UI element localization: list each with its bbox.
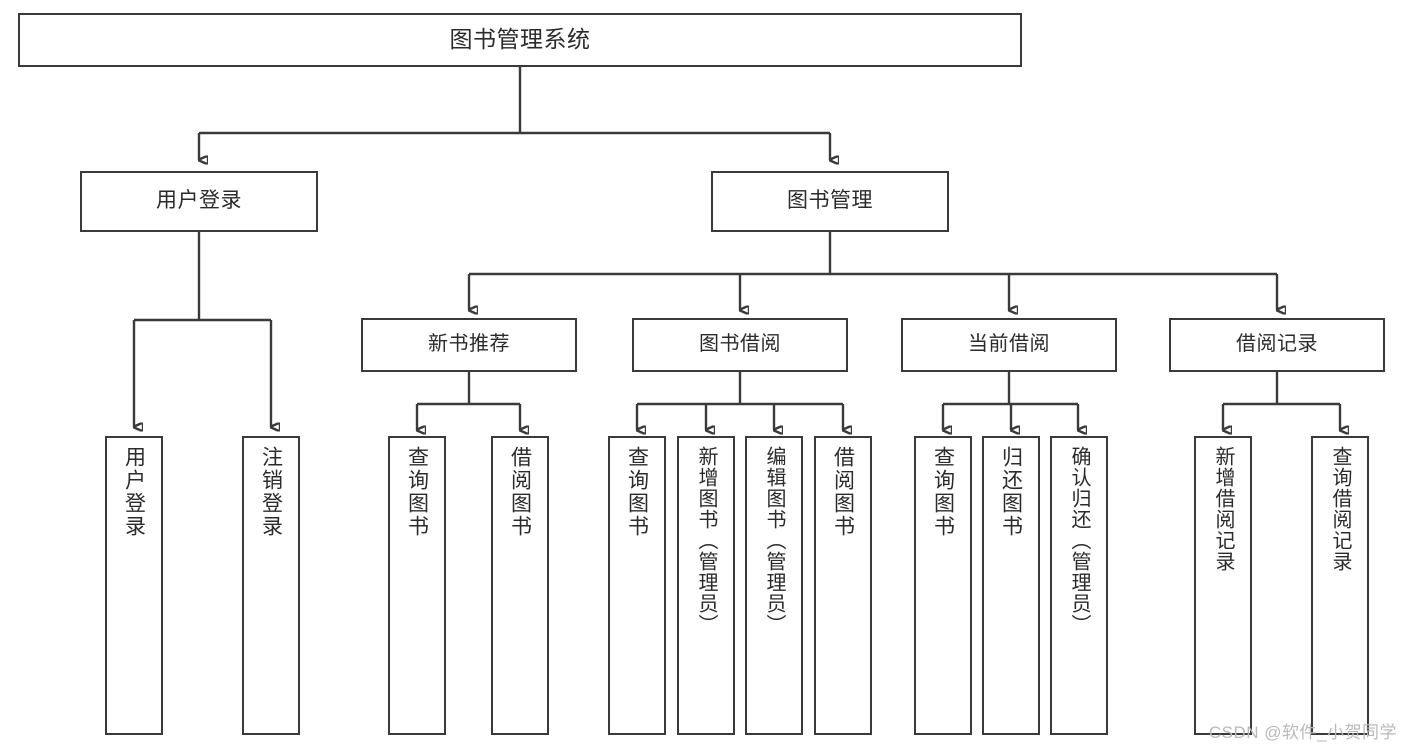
node-label: 查询图书	[405, 446, 429, 538]
csdn-watermark: CSDN @软件_小贺同学	[1208, 723, 1397, 742]
node-category-borrow-record[interactable]: 借阅记录	[1169, 318, 1385, 372]
node-branch-user-login[interactable]: 用户登录	[80, 171, 318, 232]
node-label: 用户登录	[122, 446, 146, 538]
node-leaf-user-logout[interactable]: 注销登录	[242, 436, 300, 735]
node-category-current-borrow[interactable]: 当前借阅	[901, 318, 1117, 372]
node-root-system[interactable]: 图书管理系统	[18, 13, 1022, 67]
node-label: 图书管理系统	[449, 26, 591, 53]
node-leaf-confirm-return-admin[interactable]: 确认归还（管理员）	[1050, 436, 1108, 735]
node-leaf-return-book[interactable]: 归还图书	[982, 436, 1040, 735]
node-branch-book-management[interactable]: 图书管理	[711, 171, 949, 232]
node-label: 归还图书	[999, 446, 1023, 538]
node-leaf-query-book-borrow[interactable]: 查询图书	[608, 436, 666, 735]
node-leaf-add-borrow-record[interactable]: 新增借阅记录	[1194, 436, 1252, 735]
node-leaf-user-login[interactable]: 用户登录	[105, 436, 163, 735]
node-label: 图书借阅	[699, 333, 781, 356]
node-label: 用户登录	[156, 189, 242, 213]
node-category-book-borrow[interactable]: 图书借阅	[632, 318, 848, 372]
node-label: 借阅图书	[831, 446, 855, 538]
node-leaf-edit-book-admin[interactable]: 编辑图书（管理员）	[745, 436, 803, 735]
node-label: 查询借阅记录	[1329, 446, 1351, 572]
node-label: 图书管理	[787, 189, 873, 213]
node-label: 新书推荐	[428, 333, 510, 356]
node-label: 新增图书（管理员）	[695, 446, 717, 635]
node-category-new-book-recommend[interactable]: 新书推荐	[361, 318, 577, 372]
node-leaf-borrow-book-recommend[interactable]: 借阅图书	[491, 436, 549, 735]
node-label: 借阅图书	[508, 446, 532, 538]
node-label: 当前借阅	[968, 333, 1050, 356]
node-label: 借阅记录	[1236, 333, 1318, 356]
node-label: 查询图书	[931, 446, 955, 538]
node-label: 注销登录	[259, 446, 283, 538]
node-label: 查询图书	[625, 446, 649, 538]
node-leaf-query-borrow-record[interactable]: 查询借阅记录	[1311, 436, 1369, 735]
node-leaf-query-book-current[interactable]: 查询图书	[914, 436, 972, 735]
node-label: 确认归还（管理员）	[1068, 446, 1090, 635]
node-leaf-query-book-recommend[interactable]: 查询图书	[388, 436, 446, 735]
node-label: 编辑图书（管理员）	[763, 446, 785, 635]
node-label: 新增借阅记录	[1212, 446, 1234, 572]
node-leaf-borrow-book[interactable]: 借阅图书	[814, 436, 872, 735]
node-leaf-add-book-admin[interactable]: 新增图书（管理员）	[677, 436, 735, 735]
